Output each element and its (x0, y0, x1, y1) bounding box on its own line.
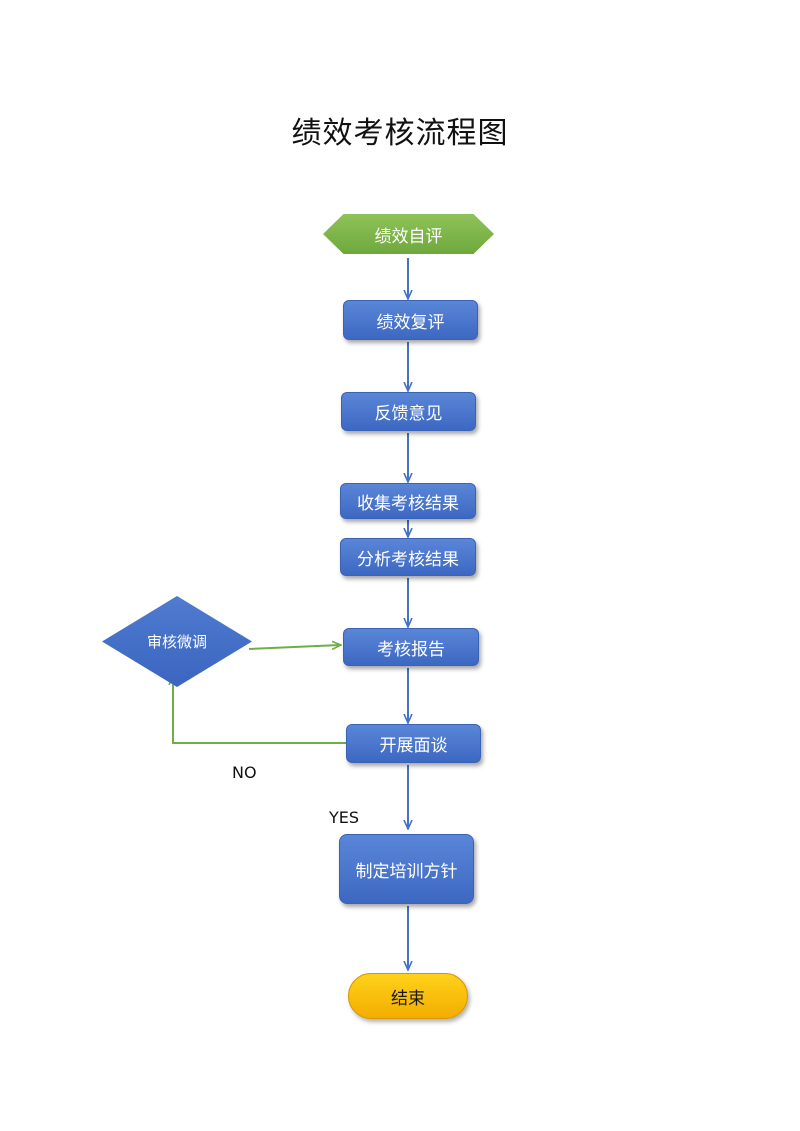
node-label: 制定培训方针 (355, 861, 458, 882)
edge-label-yes: YES (329, 808, 360, 827)
node-feedback: 反馈意见 (341, 392, 476, 431)
node-collect-results: 收集考核结果 (340, 483, 476, 519)
node-end: 结束 (348, 973, 468, 1019)
edge-label-no: NO (232, 763, 257, 782)
node-label: 绩效自评 (374, 226, 443, 247)
node-self-evaluation: 绩效自评 (323, 214, 494, 254)
node-label: 收集考核结果 (357, 493, 459, 514)
node-label: 反馈意见 (374, 404, 443, 424)
arrow-interview-to-adjust (173, 677, 346, 744)
node-label: 考核报告 (377, 639, 445, 660)
arrow-adjust-to-report (248, 645, 340, 649)
node-label: 审核微调 (146, 633, 207, 651)
node-label: 开展面谈 (379, 736, 448, 756)
node-training-plan: 制定培训方针 (339, 834, 474, 904)
node-label: 结束 (391, 988, 425, 1009)
node-interview: 开展面谈 (346, 724, 481, 763)
page-title: 绩效考核流程图 (291, 116, 509, 151)
node-assessment-report: 考核报告 (343, 628, 479, 666)
node-re-evaluation: 绩效复评 (343, 300, 478, 340)
node-label: 分析考核结果 (357, 549, 459, 570)
node-analyze-results: 分析考核结果 (340, 538, 476, 576)
node-label: 绩效复评 (376, 312, 445, 333)
